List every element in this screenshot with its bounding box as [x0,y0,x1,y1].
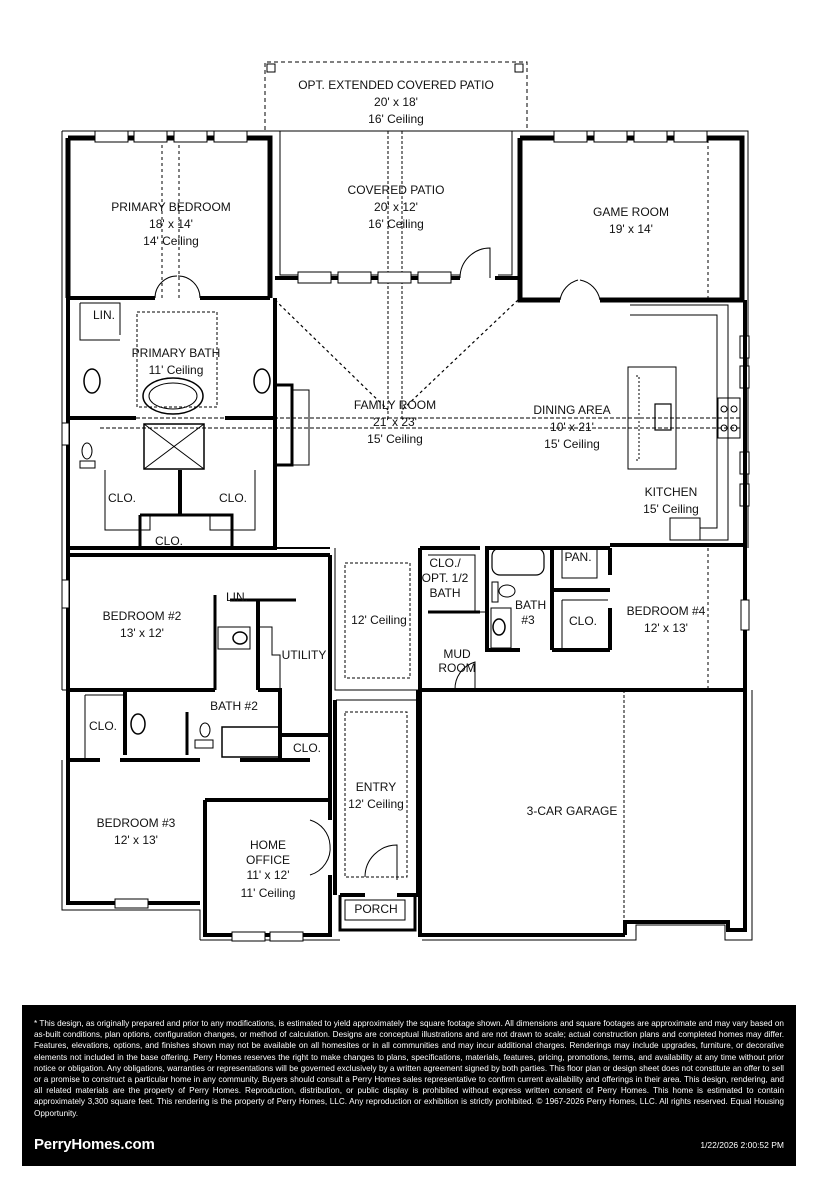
room-ceiling: 11' Ceiling [148,363,204,377]
room-ceiling: 16' Ceiling [368,112,424,126]
room-label-gallery: 12' Ceiling [351,612,407,629]
room-name: MUD ROOM [438,647,476,675]
room-name: PORCH [354,902,398,916]
room-label-bath-3: BATH #3 [515,598,547,628]
room-label-pantry: PAN. [564,549,591,566]
room-name: HOME OFFICE [246,838,290,867]
room-size: 19' x 14' [609,222,653,236]
room-name: COVERED PATIO [347,183,445,197]
room-label-linen-primary: LIN. [93,307,115,324]
room-label-mud-room: MUD ROOM [437,647,477,675]
room-name: CLO./ OPT. 1/2 BATH [421,556,469,600]
room-size: 11' x 12' [246,868,290,882]
room-name: GAME ROOM [592,205,670,219]
room-size: 21' x 23' [373,415,417,429]
room-ceiling: 11' Ceiling [240,886,296,900]
brand-link[interactable]: PerryHomes.com [34,1136,155,1153]
room-label-closet-primary-center: CLO. [155,533,183,550]
room-ceiling: 15' Ceiling [643,502,699,516]
room-label-home-office: HOME OFFICE 11' x 12' 11' Ceiling [238,838,298,901]
room-name: ENTRY [355,780,397,794]
room-label-entry: ENTRY 12' Ceiling [348,779,404,813]
room-label-closet-bedroom-4: CLO. [569,613,597,630]
room-name: FAMILY ROOM [353,398,437,412]
room-label-closet-bedroom-3: CLO. [89,718,117,735]
room-name: PRIMARY BEDROOM [111,200,231,214]
room-name: PAN. [564,550,592,564]
room-size: 20' x 12' [374,200,418,214]
room-name: LIN. [225,590,249,604]
room-label-kitchen: KITCHEN 15' Ceiling [643,484,699,518]
disclaimer-text: * This design, as originally prepared an… [34,1019,784,1118]
room-name: BEDROOM #2 [102,609,182,623]
room-size: 12' x 13' [114,833,158,847]
room-label-game-room: GAME ROOM 19' x 14' [593,204,669,238]
room-label-opt-extended-covered-patio: OPT. EXTENDED COVERED PATIO 20' x 18' 16… [298,77,494,128]
room-size: 13' x 12' [120,626,164,640]
room-ceiling: 16' Ceiling [368,217,424,231]
timestamp: 1/22/2026 2:00:52 PM [700,1140,784,1150]
room-name: BATH #2 [210,699,258,713]
room-name: 3-CAR GARAGE [526,804,618,818]
room-label-primary-bedroom: PRIMARY BEDROOM 18' x 14' 14' Ceiling [111,199,231,250]
room-label-closet-opt-half-bath: CLO./ OPT. 1/2 BATH [420,556,470,601]
room-name: DINING AREA [533,403,611,417]
room-label-porch: PORCH [354,901,397,918]
room-ceiling: 12' Ceiling [348,797,404,811]
room-name: KITCHEN [644,485,698,499]
room-name: BEDROOM #3 [96,816,176,830]
room-name: CLO. [218,491,248,505]
floor-plan-drawing [61,61,753,942]
room-label-family-room: FAMILY ROOM 21' x 23' 15' Ceiling [354,397,436,448]
room-label-linen-hall: LIN. [226,589,248,606]
room-label-closet-primary-left: CLO. [108,490,136,507]
floor-plan: OPT. EXTENDED COVERED PATIO 20' x 18' 16… [61,61,753,942]
room-label-garage: 3-CAR GARAGE [527,803,618,820]
room-name: CLO. [88,719,118,733]
room-name: LIN. [92,308,116,322]
room-name: CLO. [154,534,184,548]
room-label-utility: UTILITY [282,647,327,664]
room-ceiling: 14' Ceiling [143,234,199,248]
room-name: BATH #3 [515,598,547,627]
room-ceiling: 12' Ceiling [351,613,407,627]
room-label-closet-hall: CLO. [293,740,321,757]
room-label-bedroom-3: BEDROOM #3 12' x 13' [97,815,176,849]
room-size: 12' x 13' [644,621,688,635]
room-label-bath-2: BATH #2 [210,698,258,715]
room-size: 10' x 21' [550,420,594,434]
room-name: UTILITY [281,648,327,662]
room-size: 18' x 14' [149,217,193,231]
room-label-bedroom-2: BEDROOM #2 13' x 12' [103,608,182,642]
disclaimer-footer: * This design, as originally prepared an… [22,1005,796,1166]
room-label-dining-area: DINING AREA 10' x 21' 15' Ceiling [533,402,610,453]
room-label-closet-primary-right: CLO. [219,490,247,507]
room-ceiling: 15' Ceiling [544,437,600,451]
room-label-primary-bath: PRIMARY BATH 11' Ceiling [132,345,221,379]
room-name: CLO. [292,741,322,755]
room-name: BEDROOM #4 [626,604,706,618]
room-name: PRIMARY BATH [131,346,221,360]
room-ceiling: 15' Ceiling [367,432,423,446]
room-label-bedroom-4: BEDROOM #4 12' x 13' [627,603,706,637]
room-size: 20' x 18' [374,95,418,109]
room-name: OPT. EXTENDED COVERED PATIO [298,78,494,92]
room-name: CLO. [568,614,598,628]
room-name: CLO. [107,491,137,505]
room-label-covered-patio: COVERED PATIO 20' x 12' 16' Ceiling [348,182,445,233]
